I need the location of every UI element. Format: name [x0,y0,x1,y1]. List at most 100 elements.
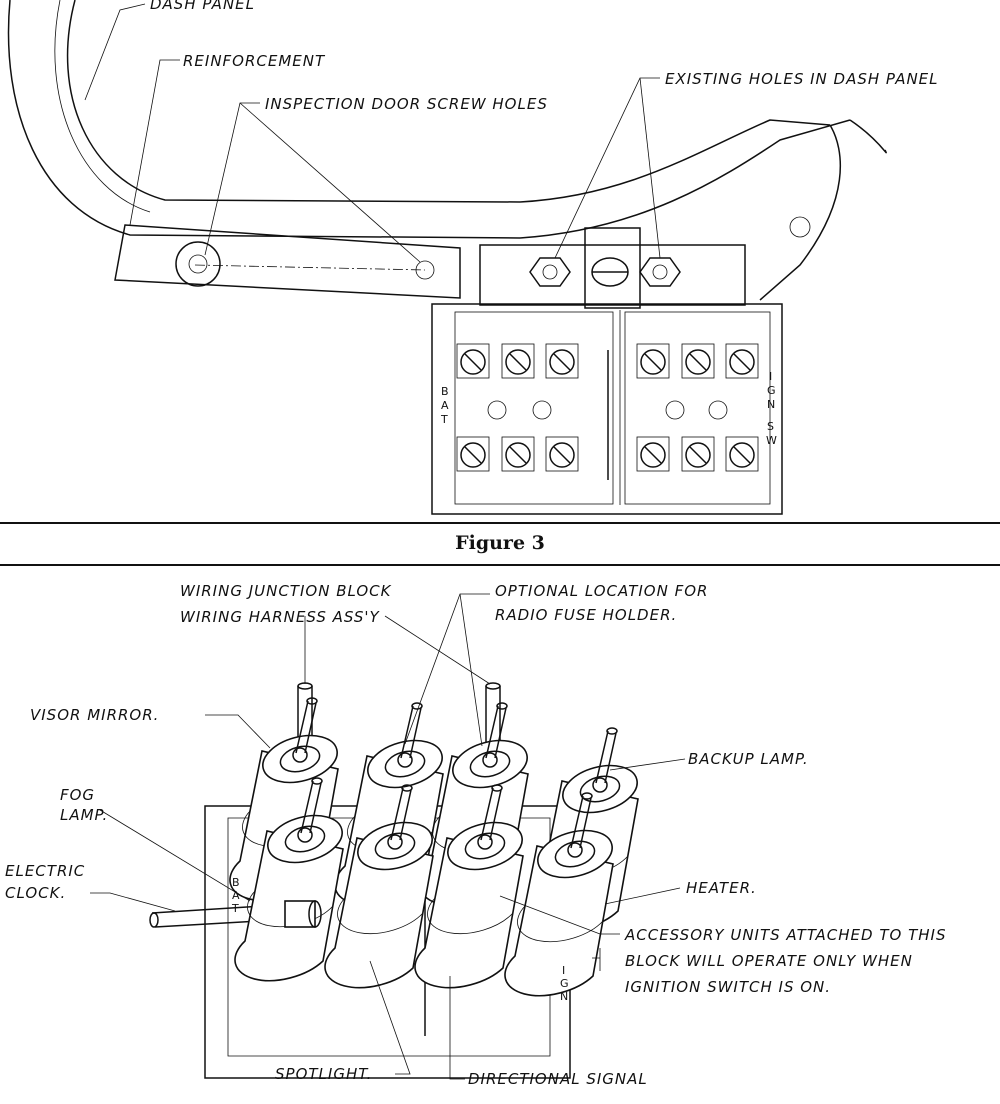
clock-connector-plug [284,900,322,928]
accessory-connector [414,784,524,989]
ign-letter-g-bottom: G [560,977,569,990]
accessory-drawing: B A T I G N WIRING JUNCTION BLOCK WIRING… [5,582,946,1088]
leader-fog-lamp [99,809,251,902]
ign-letter-i: I [769,370,772,383]
label-heater: HEATER. [686,879,757,897]
leader-reinforcement [129,59,180,226]
figure-bottom-accessory-connections: B A T I G N WIRING JUNCTION BLOCK WIRING… [0,566,1000,1104]
figure-caption: Figure 3 [455,532,545,554]
accessory-connector [324,784,434,989]
terminal-block-body [431,303,783,515]
label-spotlight: SPOTLIGHT. [275,1065,372,1083]
rule-top [0,522,1000,524]
label-electric: ELECTRIC [5,862,85,880]
label-radio-fuse: RADIO FUSE HOLDER. [495,606,677,624]
accessory-connectors [229,697,639,997]
terminal-screw [636,436,670,472]
leader-directional [449,976,465,1080]
terminal-block-bat-side [454,311,614,505]
leader-harness [384,615,491,685]
dash-panel-right-inner [519,119,831,203]
inspection-hole-left [188,254,208,274]
leader-electric-clock [90,892,176,912]
label-visor-mirror: VISOR MIRROR. [30,706,159,724]
terminal-screw [501,343,535,379]
dash-panel-flange [54,0,151,213]
bat-letter-a-bottom: A [232,889,240,902]
label-backup-lamp: BACKUP LAMP. [688,750,809,768]
bat-letter-t: T [440,413,448,426]
leader-visor-mirror [205,714,271,749]
terminal-screw [545,436,579,472]
leader-accessory [499,895,620,935]
reinforcement-left-boss [175,241,221,287]
leader-optional-right [459,593,483,747]
mount-hole-1 [487,400,507,420]
label-junction-block: WIRING JUNCTION BLOCK [180,582,392,600]
hex-nut-left-hole [542,264,558,280]
leader-heater [604,887,681,905]
terminal-screw [725,343,759,379]
dash-panel-inner-edge [66,0,521,203]
hex-nut-right-hole [652,264,668,280]
harness-wire-right-end [485,682,501,690]
clock-wire-end [149,912,159,928]
mount-hole-2 [532,400,552,420]
label-reinforcement: REINFORCEMENT [183,52,326,70]
bat-letter-b: B [441,385,449,398]
sw-letter-w: W [766,434,777,447]
terminal-screw [456,343,490,379]
leader-existing-right [639,77,661,259]
bracket-center-strap [584,227,641,309]
terminal-screw [681,436,715,472]
label-dash-panel: DASH PANEL [150,0,255,13]
ign-letter-i-bottom: I [562,964,565,977]
dash-panel-hole [789,216,811,238]
terminal-block-ign-side [624,311,771,505]
label-accessory-2: BLOCK WILL OPERATE ONLY WHEN [625,952,913,970]
label-fog-lamp: LAMP. [60,806,108,824]
bracket-accessory [592,948,601,971]
label-optional-location: OPTIONAL LOCATION FOR [495,582,708,600]
dash-panel-broken-end [849,119,887,154]
mounting-drawing: B A T I G N S W DASH PANEL REINFORCEMENT… [7,0,939,515]
inspection-hole-right [415,260,435,280]
leader-inspection-right [239,102,421,263]
dash-panel-right-end [759,124,842,301]
terminal-screw [681,343,715,379]
label-accessory-3: IGNITION SWITCH IS ON. [625,978,831,996]
ign-letter-n-bottom: N [560,990,568,1003]
label-existing-holes: EXISTING HOLES IN DASH PANEL [665,70,939,88]
hex-nut-left [529,257,571,287]
leader-existing-left [554,77,660,259]
bat-letter-b-bottom: B [232,876,240,889]
terminal-screws [456,343,759,472]
mounting-bracket [479,244,746,306]
leader-dash-panel [84,3,146,101]
terminal-screw [636,343,670,379]
leader-backup-lamp [609,758,686,771]
sw-letter-s: S [767,420,774,433]
reinforcement-plate [114,224,461,299]
figure-top-junction-block-mounting: B A T I G N S W DASH PANEL REINFORCEMENT… [0,0,1000,522]
label-inspection-holes: INSPECTION DOOR SCREW HOLES [265,95,548,113]
dash-panel-outer-edge [7,0,521,239]
label-harness: WIRING HARNESS ASS'Y [180,608,381,626]
dash-panel-right-outer [519,119,851,239]
bat-letter-t-bottom: T [231,902,239,915]
mount-hole-4 [708,400,728,420]
mount-hole-3 [665,400,685,420]
terminal-screw [725,436,759,472]
label-accessory-1: ACCESSORY UNITS ATTACHED TO THIS [624,926,946,944]
ign-letter-g: G [767,384,776,397]
terminal-screw [501,436,535,472]
label-directional-signal: DIRECTIONAL SIGNAL [468,1070,648,1088]
label-clock: CLOCK. [5,884,66,902]
accessory-connector [504,792,614,997]
leader-spotlight [369,960,411,1075]
label-fog: FOG [60,786,95,804]
rule-bottom [0,564,1000,566]
ign-letter-n: N [767,398,775,411]
bat-letter-a: A [441,399,449,412]
reinforcement-centerline [194,264,426,271]
